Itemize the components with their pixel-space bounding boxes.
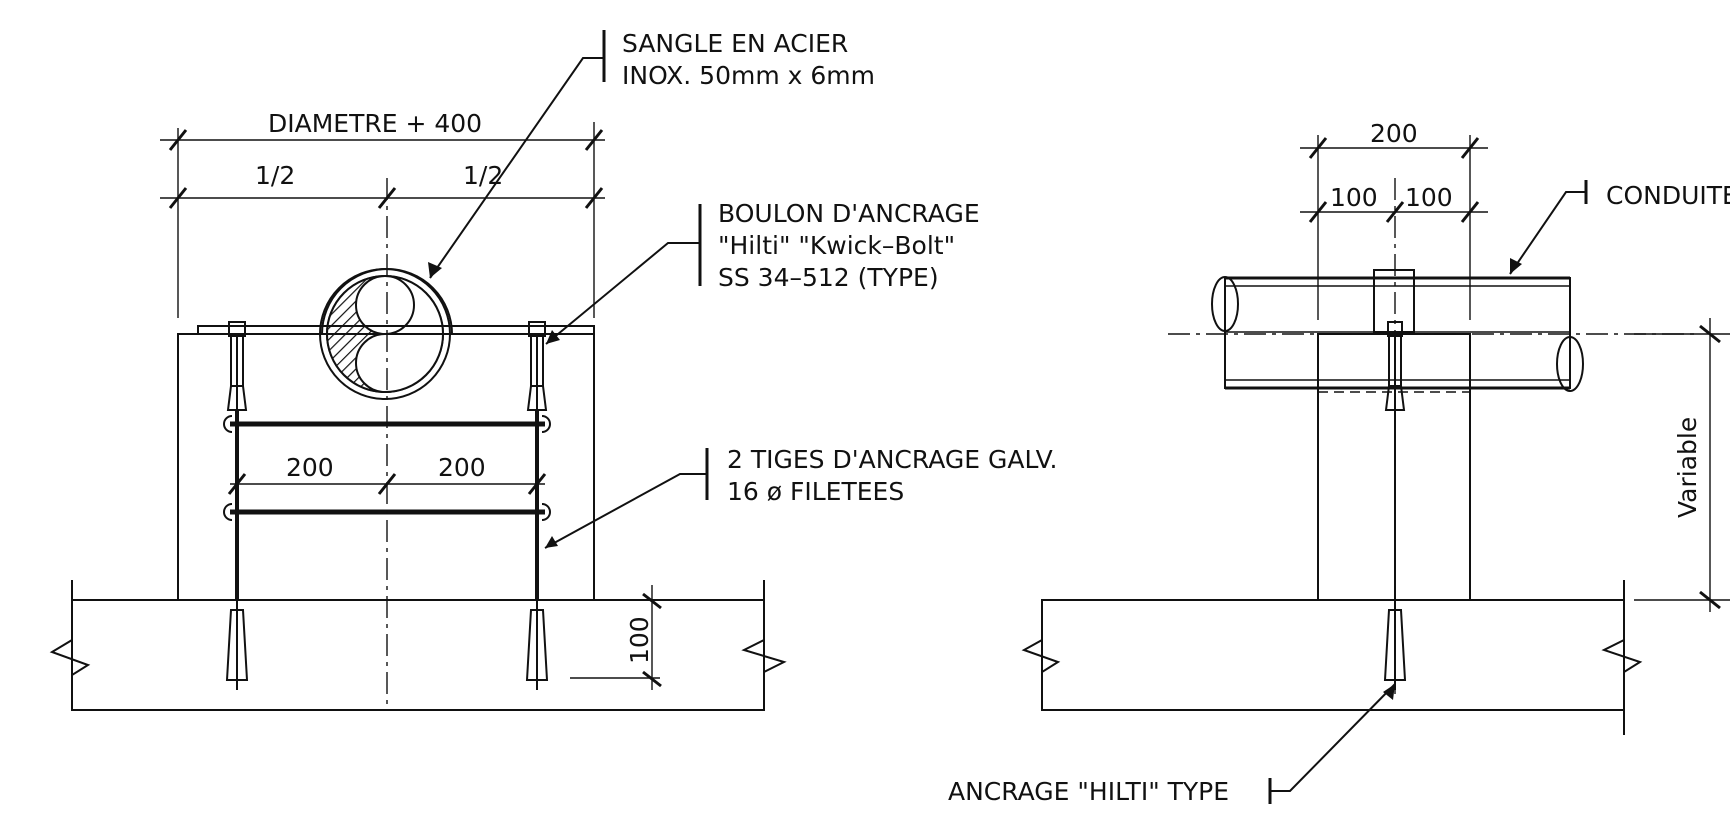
rods-callout: 2 TIGES D'ANCRAGE GALV. 16 ø FILETEES xyxy=(544,445,1057,549)
right-view: 200 100 100 Variable CONDUITE xyxy=(948,119,1730,806)
right-slab xyxy=(1041,599,1625,711)
dim-variable-text: Variable xyxy=(1673,417,1702,518)
left-slab xyxy=(71,599,765,711)
anchor-callout: ANCRAGE "HILTI" TYPE xyxy=(948,683,1396,806)
dim-half-right-text: 1/2 xyxy=(463,161,503,190)
dim-half-left-text: 1/2 xyxy=(255,161,295,190)
dim-embed-text: 100 xyxy=(625,616,654,664)
pipe-callout: CONDUITE xyxy=(1509,180,1730,275)
dim-right-halves: 100 100 xyxy=(1300,183,1488,223)
dim-variable: Variable xyxy=(1634,318,1730,612)
right-slab-break-left xyxy=(1021,600,1061,710)
dim-overall: DIAMETRE + 400 xyxy=(160,109,605,318)
strap-label-line2: INOX. 50mm x 6mm xyxy=(622,61,875,90)
strap-callout: SANGLE EN ACIER INOX. 50mm x 6mm xyxy=(428,29,875,279)
right-strap-block xyxy=(1373,269,1415,333)
dim-halves: 1/2 1/2 xyxy=(160,161,605,209)
left-slab-break-left xyxy=(49,600,91,710)
rods-label-line2: 16 ø FILETEES xyxy=(727,477,904,506)
right-slab-break-right xyxy=(1601,600,1643,710)
anchor-label: ANCRAGE "HILTI" TYPE xyxy=(948,777,1229,806)
left-slab-break-right xyxy=(741,600,787,710)
bolt-callout: BOULON D'ANCRAGE "Hilti" "Kwick–Bolt" SS… xyxy=(545,199,980,345)
dim-overall-text: DIAMETRE + 400 xyxy=(268,109,482,138)
dim-right-top-text: 200 xyxy=(1370,119,1418,148)
dim-spacing-left-text: 200 xyxy=(286,453,334,482)
pipe-label: CONDUITE xyxy=(1606,181,1730,210)
dim-right-half-left-text: 100 xyxy=(1330,183,1378,212)
dim-embed: 100 xyxy=(570,585,662,690)
dim-right-half-right-text: 100 xyxy=(1405,183,1453,212)
bolt-label-line2: "Hilti" "Kwick–Bolt" xyxy=(718,231,955,260)
strap-plate xyxy=(197,325,595,335)
bolt-label-line1: BOULON D'ANCRAGE xyxy=(718,199,980,228)
left-view: DIAMETRE + 400 1/2 1/2 200 200 100 xyxy=(49,29,1057,711)
rods-label-line1: 2 TIGES D'ANCRAGE GALV. xyxy=(727,445,1057,474)
strap-label-line1: SANGLE EN ACIER xyxy=(622,29,848,58)
dim-right-top: 200 xyxy=(1300,119,1488,320)
dim-spacing: 200 200 xyxy=(227,453,547,495)
bolt-label-line3: SS 34–512 (TYPE) xyxy=(718,263,939,292)
dim-spacing-right-text: 200 xyxy=(438,453,486,482)
